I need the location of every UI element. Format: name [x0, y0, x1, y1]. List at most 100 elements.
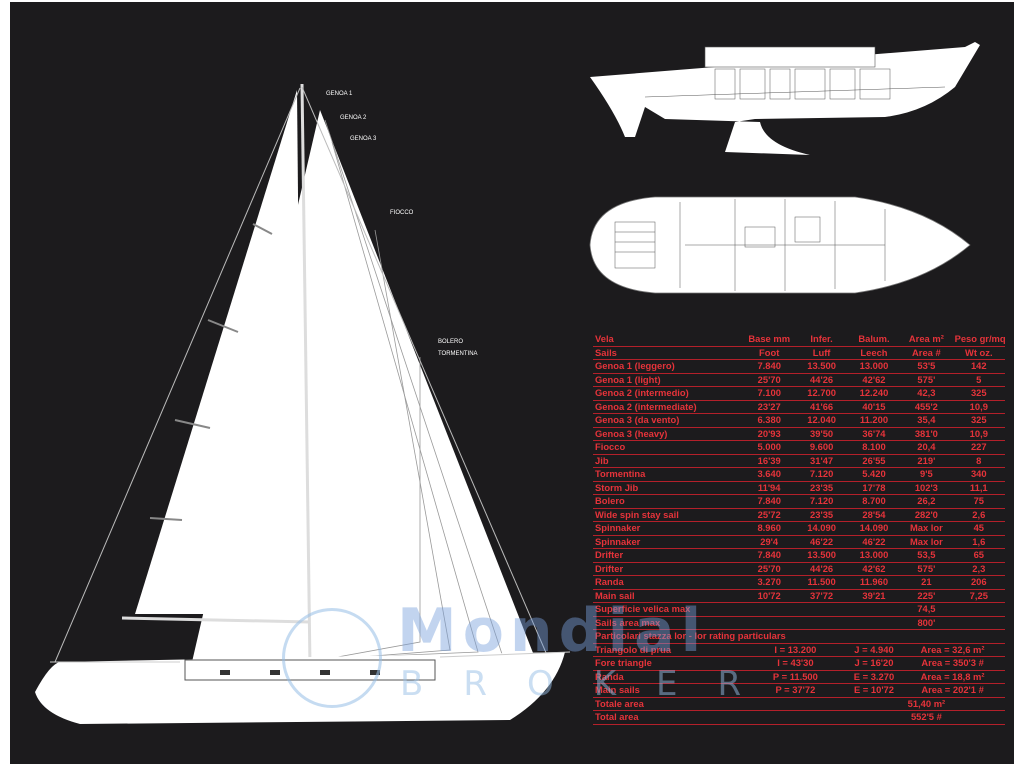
- mast: [300, 83, 312, 668]
- table-cell: Genoa 2 (intermediate): [593, 400, 743, 414]
- table-cell: 23'35: [795, 508, 848, 522]
- table-cell: Peso gr/mq: [952, 333, 1005, 347]
- table-cell: 46'22: [795, 535, 848, 549]
- genoa-sail: [192, 110, 535, 662]
- table-cell: 44'26: [795, 373, 848, 387]
- table-cell: 8: [952, 454, 1005, 468]
- table-cell: Leech: [847, 346, 901, 360]
- table-cell: Genoa 3 (heavy): [593, 427, 743, 441]
- table-cell: 2,3: [952, 562, 1005, 576]
- table-cell: Area m²: [900, 333, 953, 347]
- brochure-sheet: GENOA 1 GENOA 2 GENOA 3 FIOCCO BOLERO TO…: [10, 2, 1014, 764]
- table-cell: 74,5: [847, 602, 1005, 617]
- table-cell: 46'22: [847, 535, 901, 549]
- table-cell: 42'62: [847, 562, 901, 576]
- table-cell: 575': [900, 373, 953, 387]
- table-cell: 42,3: [900, 386, 953, 401]
- table-cell: 20,4: [900, 440, 953, 455]
- table-cell: 5.000: [743, 440, 796, 455]
- table-cell: 11.960: [847, 575, 901, 590]
- boom: [121, 616, 311, 624]
- table-cell: 26,2: [900, 494, 953, 509]
- table-cell: Triangolo di prua: [593, 643, 743, 657]
- table-cell: P = 37'72: [743, 683, 848, 698]
- table-cell: 282'0: [900, 508, 953, 522]
- table-cell: 142: [952, 359, 1005, 374]
- table-cell: 5: [952, 373, 1005, 387]
- table-cell: 25'70: [743, 373, 796, 387]
- table-cell: 7.100: [743, 386, 796, 401]
- table-cell: Balum.: [847, 333, 901, 347]
- bolero-outline: [309, 357, 421, 663]
- table-cell: Base mm: [743, 333, 796, 347]
- table-cell: Sails: [593, 346, 743, 360]
- table-cell: 36'74: [847, 427, 901, 441]
- table-cell: 11.200: [847, 413, 901, 428]
- table-cell: 381'0: [900, 427, 953, 441]
- table-cell: 20'93: [743, 427, 796, 441]
- table-cell: 37'72: [795, 589, 848, 603]
- table-cell: 41'66: [795, 400, 848, 414]
- table-cell: 225': [900, 589, 953, 603]
- table-cell: 53,5: [900, 548, 953, 563]
- table-cell: Wt oz.: [952, 346, 1005, 360]
- table-cell: 11'94: [743, 481, 796, 495]
- table-cell: 8.700: [847, 494, 901, 509]
- interior-profile-drawing: [590, 42, 980, 155]
- table-cell: Area #: [900, 346, 953, 360]
- table-cell: 7.120: [795, 467, 848, 482]
- table-cell: 25'70: [743, 562, 796, 576]
- table-cell: Randa: [593, 670, 743, 684]
- backstay: [54, 87, 301, 663]
- table-cell: 12.040: [795, 413, 848, 428]
- table-cell: 21: [900, 575, 953, 590]
- table-cell: 39'21: [847, 589, 901, 603]
- table-cell: 13.000: [847, 359, 901, 374]
- table-cell: 65: [952, 548, 1005, 563]
- table-cell: 26'55: [847, 454, 901, 468]
- table-cell: 51,40 m²: [847, 697, 1005, 711]
- table-cell: J = 16'20: [847, 656, 901, 671]
- table-cell: 31'47: [795, 454, 848, 468]
- table-cell: 9'5: [900, 467, 953, 482]
- table-cell: I = 13.200: [743, 643, 848, 657]
- table-cell: 42'62: [847, 373, 901, 387]
- table-cell: Superficie velica max: [593, 602, 848, 617]
- table-cell: 7.840: [743, 359, 796, 374]
- table-cell: Area = 32,6 m²: [900, 643, 1005, 657]
- table-cell: Fore triangle: [593, 656, 743, 671]
- table-cell: E = 3.270: [847, 670, 901, 684]
- table-cell: 39'50: [795, 427, 848, 441]
- table-cell: Jib: [593, 454, 743, 468]
- table-cell: Drifter: [593, 548, 743, 563]
- table-cell: 7,25: [952, 589, 1005, 603]
- table-cell: 7.840: [743, 548, 796, 563]
- table-cell: E = 10'72: [847, 683, 901, 698]
- table-cell: 10,9: [952, 427, 1005, 441]
- table-cell: Vela: [593, 333, 743, 347]
- table-cell: 325: [952, 386, 1005, 401]
- label-genoa2: GENOA 2: [340, 115, 367, 121]
- table-cell: 28'54: [847, 508, 901, 522]
- table-cell: P = 11.500: [743, 670, 848, 684]
- table-cell: Storm Jib: [593, 481, 743, 495]
- table-cell: Wide spin stay sail: [593, 508, 743, 522]
- table-cell: Sails area max: [593, 616, 848, 630]
- table-cell: 13.000: [847, 548, 901, 563]
- table-cell: Randa: [593, 575, 743, 590]
